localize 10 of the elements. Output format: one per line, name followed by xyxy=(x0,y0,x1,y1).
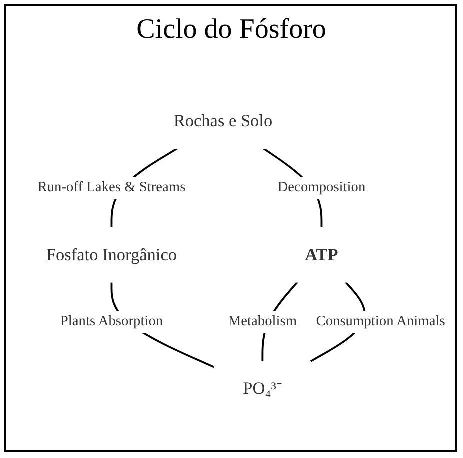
node-text: Rochas e Solo xyxy=(174,111,273,130)
edge-label: Decomposition xyxy=(278,180,366,196)
edge-label: Run-off Lakes & Streams xyxy=(38,180,186,196)
node-text: ATP xyxy=(305,244,338,264)
node-text: PO₄³⁻ xyxy=(243,378,282,398)
node-text: Fosfato Inorgânico xyxy=(46,244,178,264)
edge-label: Metabolism xyxy=(228,314,298,330)
diagram-title: Ciclo do Fósforo xyxy=(136,14,328,46)
edge-label: Consumption Animals xyxy=(316,314,446,330)
edge-label: Plants Absorption xyxy=(60,314,164,330)
